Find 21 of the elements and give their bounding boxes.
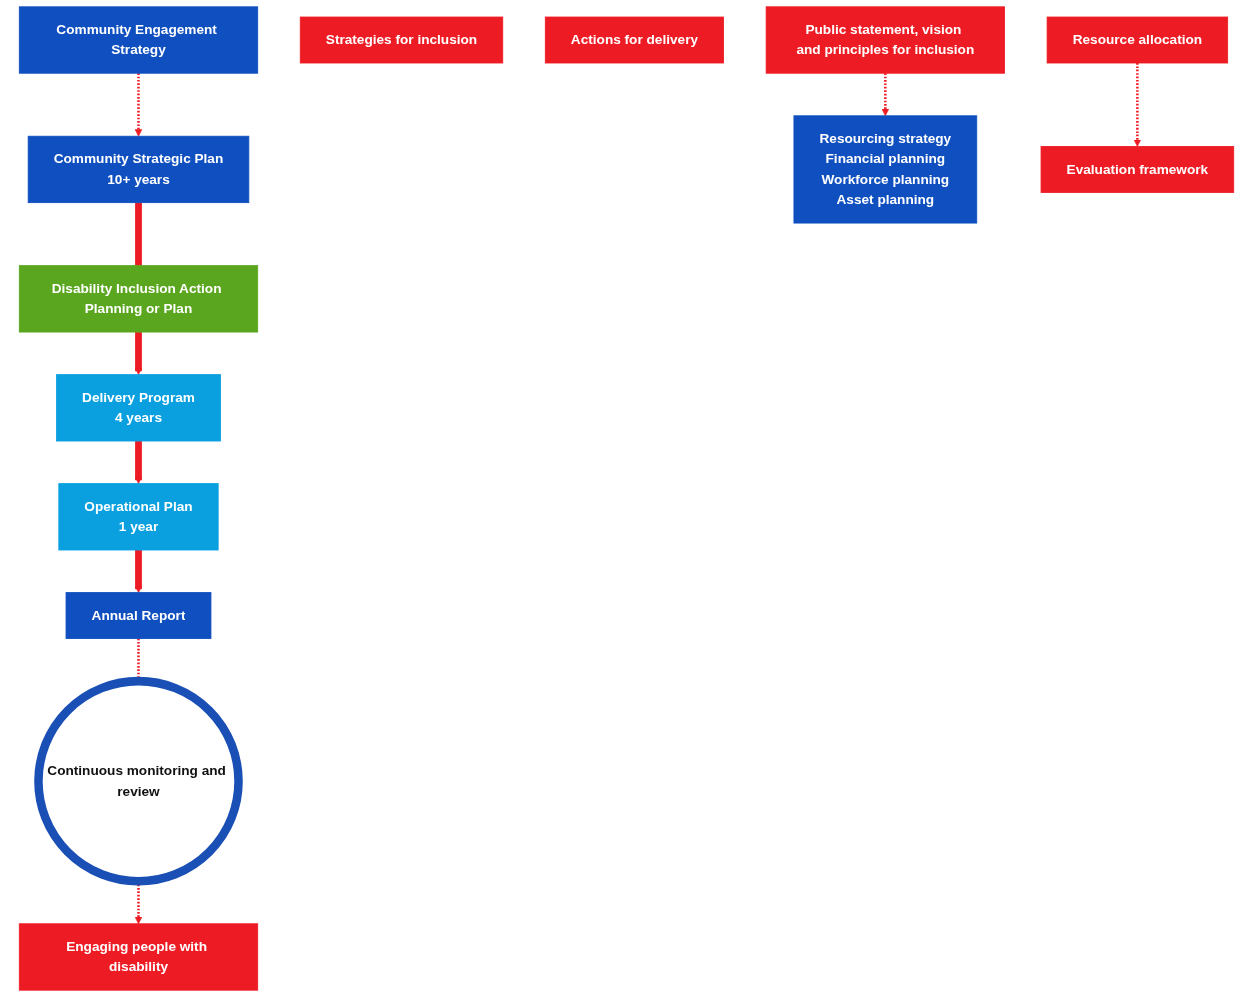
node-box: Actions for delivery	[544, 16, 724, 64]
node-box: Resource allocation	[1046, 16, 1229, 64]
node-box: Evaluation framework	[1040, 146, 1235, 193]
node-box: Resourcing strategy Financial planning Workforce planning Asset planning	[793, 115, 978, 224]
arrow	[881, 73, 890, 117]
connector	[135, 202, 142, 266]
node-box: Disability Inclusion Action Planning or Plan	[18, 265, 259, 333]
node-box: Strategies for inclusion	[299, 16, 504, 64]
arrow	[134, 550, 143, 593]
arrow	[134, 73, 143, 137]
node-box: Community Strategic Plan 10+ years	[27, 135, 250, 204]
node-circle: Continuous monitoring and review	[34, 676, 243, 886]
node-box: Annual Report	[65, 592, 212, 639]
arrow	[134, 332, 143, 375]
node-box: Engaging people with disability	[18, 923, 259, 991]
node-box: Public statement, vision and principles for inclusion	[765, 6, 1005, 74]
arrow	[1133, 63, 1142, 147]
node-box: Community Engagement Strategy	[18, 6, 259, 74]
arrow	[134, 441, 143, 484]
node-box: Operational Plan 1 year	[58, 483, 219, 551]
node-box: Delivery Program 4 years	[56, 374, 221, 442]
